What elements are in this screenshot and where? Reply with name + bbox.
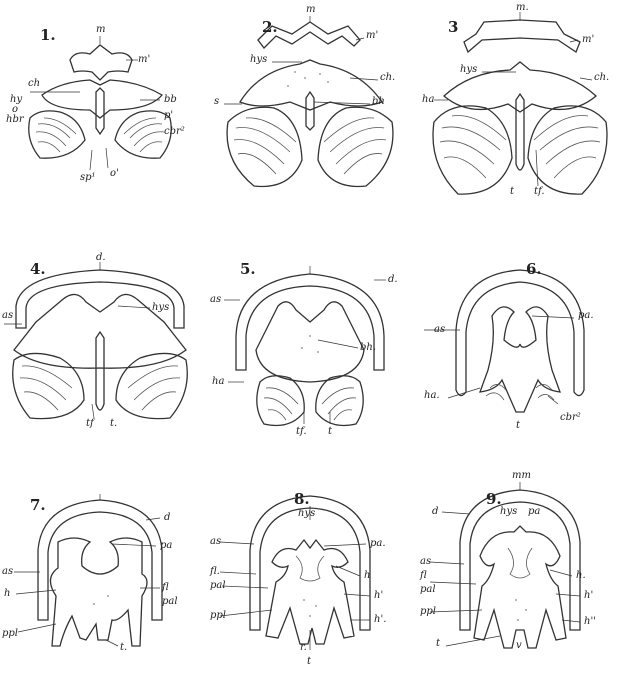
label-p-prime: p': [164, 110, 173, 121]
panel-7: 7. d as pa h fl pal ppl t.: [0, 470, 200, 670]
label-d: d.: [388, 274, 398, 285]
label-h-double: h'.: [374, 614, 386, 625]
panel-number: 1.: [40, 26, 56, 44]
label-hys: hys: [460, 64, 477, 75]
label-as: as: [420, 556, 431, 567]
label-ha: ha: [422, 94, 434, 105]
label-as: as: [434, 324, 445, 335]
label-t: t.: [120, 642, 127, 653]
label-ch: ch.: [594, 72, 609, 83]
label-hbr: hbr: [6, 114, 24, 125]
label-hys: hys: [298, 508, 315, 519]
label-t: t: [510, 186, 514, 197]
label-tf: tf.: [534, 186, 545, 197]
panel-number: 8.: [294, 490, 310, 508]
label-h: h: [364, 570, 370, 581]
label-as: as: [210, 536, 221, 547]
panel-6: 6. as pa. ha. t cbr²: [420, 240, 620, 440]
label-pal: pal: [210, 580, 226, 591]
label-as: as: [2, 566, 13, 577]
label-ppl: ppl: [210, 610, 226, 621]
label-as: as: [210, 294, 221, 305]
label-h: h: [4, 588, 10, 599]
label-hys: hys: [152, 302, 169, 313]
panel-number: 4.: [30, 260, 46, 278]
label-ha: ha.: [424, 390, 440, 401]
label-sp1: sp¹: [80, 172, 96, 183]
panel-5: 5. d. as ha bh. tf. t: [210, 240, 410, 440]
label-h-prime: h': [374, 590, 383, 601]
label-pal: pal: [162, 596, 178, 607]
panel-1: 1. m m' ch hy o hbr bb p' cbr² sp¹ o': [0, 0, 200, 200]
panel-4: 4. d. as hys tf t.: [0, 240, 200, 440]
label-pa: pa: [528, 506, 540, 517]
label-as: as: [2, 310, 13, 321]
label-ha: ha: [212, 376, 224, 387]
label-m-prime: m': [366, 30, 378, 41]
label-pa: pa: [160, 540, 172, 551]
label-r: r.: [300, 642, 307, 653]
panel-2: 2. m m' hys ch. s bh: [210, 0, 410, 200]
label-v: v: [516, 640, 522, 651]
label-ch: ch: [28, 78, 40, 89]
panel-8: 8. hys as pa. fl. h pal h' ppl h'. r. t: [210, 470, 410, 670]
panel-number: 6.: [526, 260, 542, 278]
label-hys: hys: [500, 506, 517, 517]
label-t: t: [436, 638, 440, 649]
panel-number: 7.: [30, 496, 46, 514]
label-pa: pa.: [370, 538, 386, 549]
label-cbr2: cbr²: [560, 412, 581, 423]
label-ppl: ppl: [2, 628, 18, 639]
panel-number: 5.: [240, 260, 256, 278]
panel-9: 9. mm d hys pa as h. fl pal h' ppl h'' t…: [420, 470, 620, 670]
label-h: h.: [576, 570, 586, 581]
label-cbr2: cbr²: [164, 126, 185, 137]
label-pal: pal: [420, 584, 436, 595]
label-fl: fl.: [210, 566, 220, 577]
label-t: t.: [110, 418, 117, 429]
label-tf: tf: [86, 418, 94, 429]
label-bh: bh: [372, 96, 385, 107]
panel-number: 2.: [262, 18, 278, 36]
label-fl: fl: [162, 582, 169, 593]
panel-3: 3 m. m' hys ch. ha t tf.: [420, 0, 620, 200]
label-o-prime: o': [110, 168, 119, 179]
label-pa: pa.: [578, 310, 594, 321]
label-m-prime: m': [138, 54, 150, 65]
label-d: d: [164, 512, 170, 523]
label-t: t: [307, 656, 311, 667]
label-fl: fl: [420, 570, 427, 581]
panel-8-drawing: [210, 470, 410, 675]
label-t: t: [328, 426, 332, 437]
label-m: m: [306, 4, 315, 15]
label-m-prime: m': [582, 34, 594, 45]
label-mm: mm: [512, 470, 531, 481]
label-bh: bh.: [360, 342, 376, 353]
label-m: m: [96, 24, 105, 35]
label-s: s: [214, 96, 219, 107]
label-t: t: [516, 420, 520, 431]
label-h-double: h'': [584, 616, 596, 627]
label-hys: hys: [250, 54, 267, 65]
label-bb: bb: [164, 94, 177, 105]
label-m: m.: [516, 2, 529, 13]
label-h-prime: h': [584, 590, 593, 601]
label-ppl: ppl: [420, 606, 436, 617]
label-ch: ch.: [380, 72, 395, 83]
label-tf: tf.: [296, 426, 307, 437]
panel-number: 3: [448, 18, 458, 36]
label-d: d.: [96, 252, 106, 263]
label-d: d: [432, 506, 438, 517]
